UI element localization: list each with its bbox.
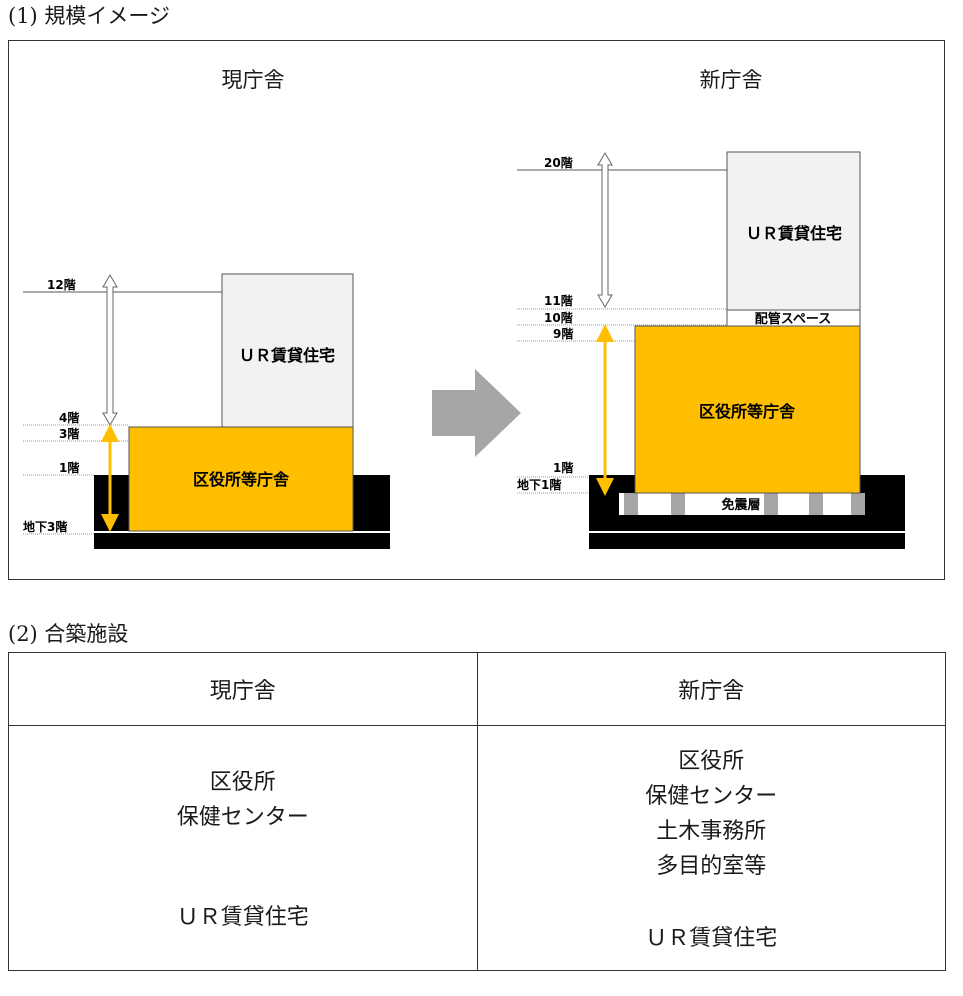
current-floor-4: 4階	[59, 410, 79, 425]
facility-table: 現庁舎 新庁舎 区役所 保健センター ＵＲ賃貸住宅 区役所 保健センター 土木事…	[8, 652, 946, 971]
new-facility-item: 保健センター	[645, 784, 778, 809]
isolator-4	[809, 493, 823, 515]
new-housing-tower	[726, 151, 861, 311]
header-current: 現庁舎	[8, 652, 478, 726]
new-housing-item: ＵＲ賃貸住宅	[645, 926, 778, 951]
transition-arrow	[432, 369, 521, 457]
new-housing-label: ＵＲ賃貸住宅	[746, 224, 842, 243]
cell-new-facilities: 区役所 保健センター 土木事務所 多目的室等 ＵＲ賃貸住宅	[476, 725, 946, 971]
new-floor-20: 20階	[544, 155, 573, 170]
current-floor-3: 3階	[59, 426, 79, 441]
new-isolation-label: 免震層	[721, 497, 760, 513]
new-housing-span-arrow	[597, 152, 613, 308]
new-floor-9: 9階	[553, 326, 573, 341]
isolator-1	[624, 493, 638, 515]
header-new: 新庁舎	[476, 652, 946, 726]
current-housing-item: ＵＲ賃貸住宅	[176, 905, 309, 930]
new-building-title: 新庁舎	[700, 68, 763, 92]
new-floor-10: 10階	[544, 310, 573, 325]
table-row: 区役所 保健センター ＵＲ賃貸住宅 区役所 保健センター 土木事務所 多目的室等…	[8, 725, 946, 971]
current-facility-item: 区役所	[209, 770, 276, 795]
new-floor-11: 11階	[544, 293, 573, 308]
cell-current-facilities: 区役所 保健センター ＵＲ賃貸住宅	[8, 725, 478, 971]
new-facility-item: 土木事務所	[656, 819, 767, 844]
current-floor-b3: 地下3階	[23, 519, 67, 534]
isolator-3	[764, 493, 778, 515]
current-floor-1: 1階	[59, 460, 79, 475]
new-piping-label: 配管スペース	[755, 311, 831, 327]
isolator-2	[671, 493, 685, 515]
new-facility-item: 多目的室等	[656, 854, 767, 879]
current-housing-label: ＵＲ賃貸住宅	[239, 346, 335, 365]
isolator-5	[851, 493, 865, 515]
scale-diagram-svg: 現庁舎 ＵＲ賃貸住宅 区役所等庁舎 12階 4階 3階 1階 地下3階 新庁舎	[23, 68, 905, 549]
new-office-block	[634, 325, 861, 494]
current-housing-tower	[221, 273, 354, 429]
new-office-label: 区役所等庁舎	[699, 402, 796, 421]
scale-diagram: 現庁舎 ＵＲ賃貸住宅 区役所等庁舎 12階 4階 3階 1階 地下3階 新庁舎	[8, 40, 945, 580]
new-ground-line	[589, 531, 905, 533]
current-building-title: 現庁舎	[222, 68, 285, 92]
current-office-label: 区役所等庁舎	[193, 470, 290, 489]
new-floor-b1: 地下1階	[517, 477, 561, 492]
table-header-row: 現庁舎 新庁舎	[8, 652, 946, 726]
new-facility-item: 区役所	[678, 749, 745, 774]
new-floor-1: 1階	[553, 460, 573, 475]
section-title-combined-facilities: (2) 合築施設	[8, 622, 129, 646]
section-title-scale-image: (1) 規模イメージ	[8, 4, 171, 28]
current-ground-line	[94, 531, 390, 533]
current-facility-item: 保健センター	[176, 805, 309, 830]
current-floor-12: 12階	[47, 277, 76, 292]
current-office-block	[128, 426, 354, 532]
current-housing-span-arrow	[102, 274, 118, 426]
